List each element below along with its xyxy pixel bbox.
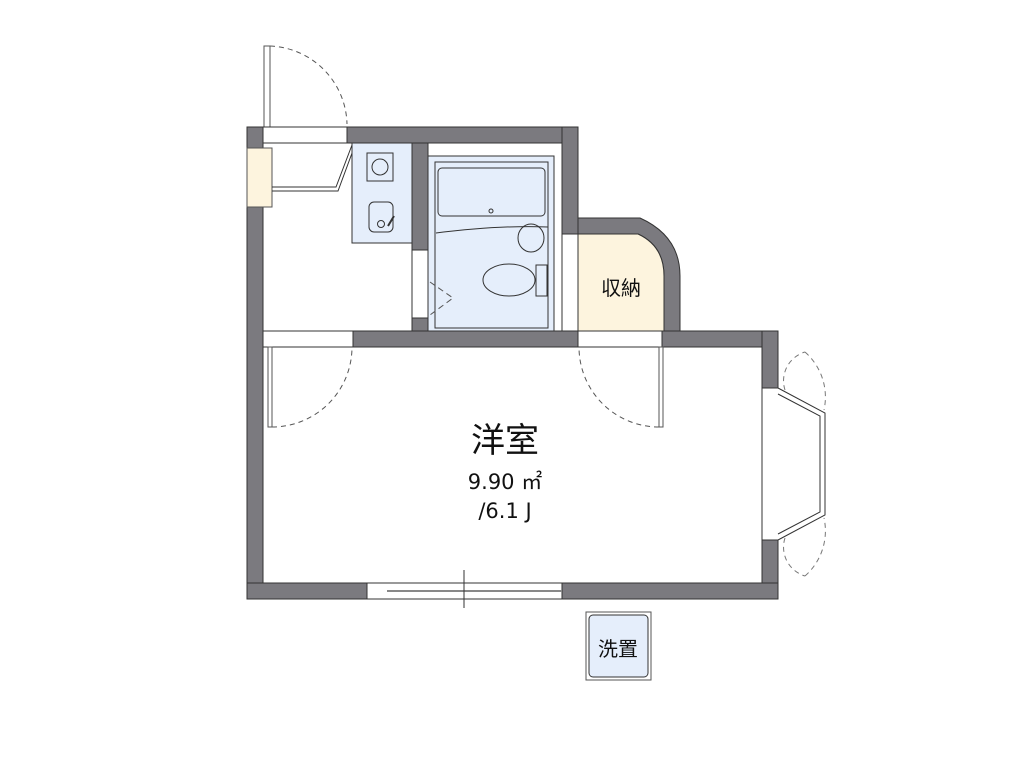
bathtub-icon — [437, 167, 546, 217]
storage-label: 収納 — [601, 276, 641, 300]
washer-label: 洗置 — [598, 637, 638, 661]
toilet-icon — [482, 263, 536, 297]
bay-window — [777, 351, 826, 577]
interior-doors — [267, 346, 664, 428]
top-window — [262, 126, 348, 144]
washbasin-icon — [517, 223, 545, 253]
washer-space: 洗置 — [585, 611, 652, 681]
shoe-cabinet — [246, 147, 273, 208]
entrance-door — [263, 45, 348, 128]
bathroom — [427, 142, 563, 332]
kitchen-counter — [351, 142, 413, 244]
bottom-window — [366, 570, 563, 608]
room-area-m2: 9.90 ㎡ — [468, 470, 542, 494]
kitchen — [246, 142, 413, 332]
stove-icon — [366, 152, 394, 182]
room-area-jo: /6.1 J — [478, 499, 531, 523]
room-name: 洋室 — [471, 421, 539, 461]
storage-room: 収納 — [577, 233, 665, 332]
western-room: 洋室 9.90 ㎡ /6.1 J — [262, 346, 763, 584]
